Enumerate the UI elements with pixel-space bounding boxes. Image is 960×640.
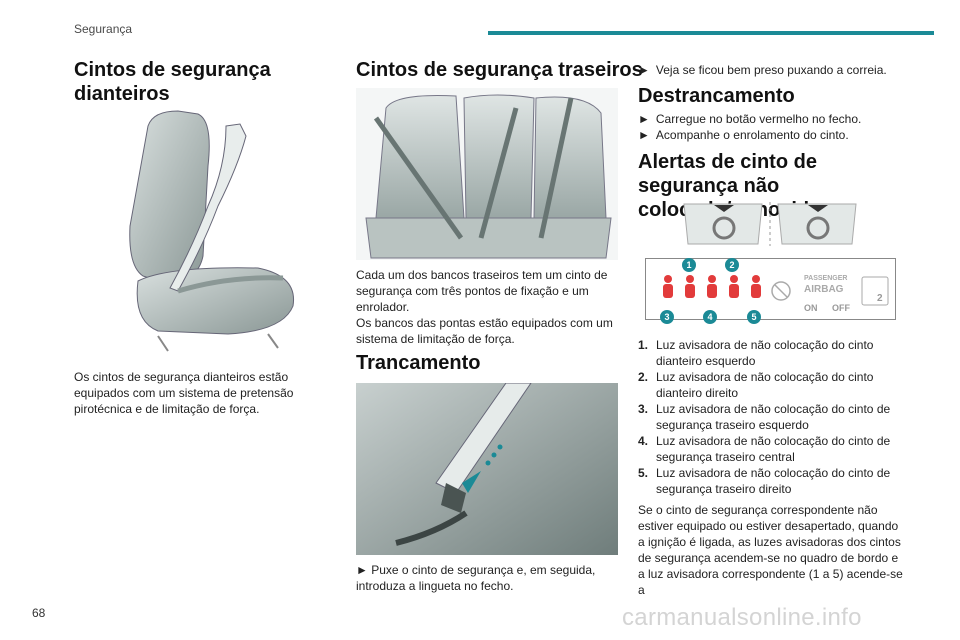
list-item: ►Carregue no botão vermelho no fecho. [638, 112, 862, 126]
seatbelt-warning-panel: 1 2 3 4 5 PASSENGER AIRBAG ON OFF 2 [645, 258, 896, 324]
count-label: 2 [877, 293, 883, 304]
buckle-illustration [356, 382, 618, 555]
locking-title: Trancamento [356, 352, 481, 374]
callout-1: 1 [682, 258, 696, 272]
unlock-bullets: ►Carregue no botão vermelho no fecho. ►A… [638, 111, 918, 143]
rear-seats-illustration [356, 88, 618, 260]
locking-text: ► Puxe o cinto de segurança e, em seguid… [356, 563, 596, 593]
watermark: carmanualsonline.info [622, 604, 862, 631]
warning-light-list: 1.Luz avisadora de não colocação do cint… [638, 337, 908, 497]
page-number: 68 [32, 606, 46, 620]
off-label: OFF [832, 303, 850, 313]
list-item: 5.Luz avisadora de não colocação do cint… [638, 466, 891, 496]
callout-3: 3 [660, 310, 674, 324]
rear-belts-title: Cintos de segurança traseiros [356, 59, 643, 81]
passenger-label: PASSENGER [804, 275, 848, 282]
arrow-icon: ► [638, 112, 650, 126]
unlocking-title: Destrancamento [638, 85, 795, 107]
rear-belts-text: Cada um dos bancos traseiros tem um cint… [356, 268, 613, 346]
front-seat-illustration [108, 106, 320, 356]
check-bullets: ►Veja se ficou bem preso puxando a corre… [638, 62, 918, 78]
dashboard-illustration [680, 200, 860, 248]
list-item: 3.Luz avisadora de não colocação do cint… [638, 402, 891, 432]
arrow-icon: ► [638, 63, 650, 77]
warning-text: Se o cinto de segurança correspondente n… [638, 503, 903, 597]
list-item: 1.Luz avisadora de não colocação do cint… [638, 338, 874, 368]
callout-4: 4 [703, 310, 717, 324]
callout-2: 2 [725, 258, 739, 272]
arrow-icon: ► [638, 128, 650, 142]
header-accent-bar [488, 31, 934, 35]
list-item: 4.Luz avisadora de não colocação do cint… [638, 434, 891, 464]
front-belts-title: Cintos de segurança dianteiros [74, 59, 271, 105]
list-item: 2.Luz avisadora de não colocação do cint… [638, 370, 874, 400]
on-label: ON [804, 303, 818, 313]
callout-5: 5 [747, 310, 761, 324]
list-item: ►Acompanhe o enrolamento do cinto. [638, 128, 849, 142]
section-header: Segurança [74, 22, 133, 36]
list-item: ►Veja se ficou bem preso puxando a corre… [638, 63, 887, 77]
airbag-label: AIRBAG [804, 284, 844, 295]
front-belts-text: Os cintos de segurança dianteiros estão … [74, 370, 294, 416]
